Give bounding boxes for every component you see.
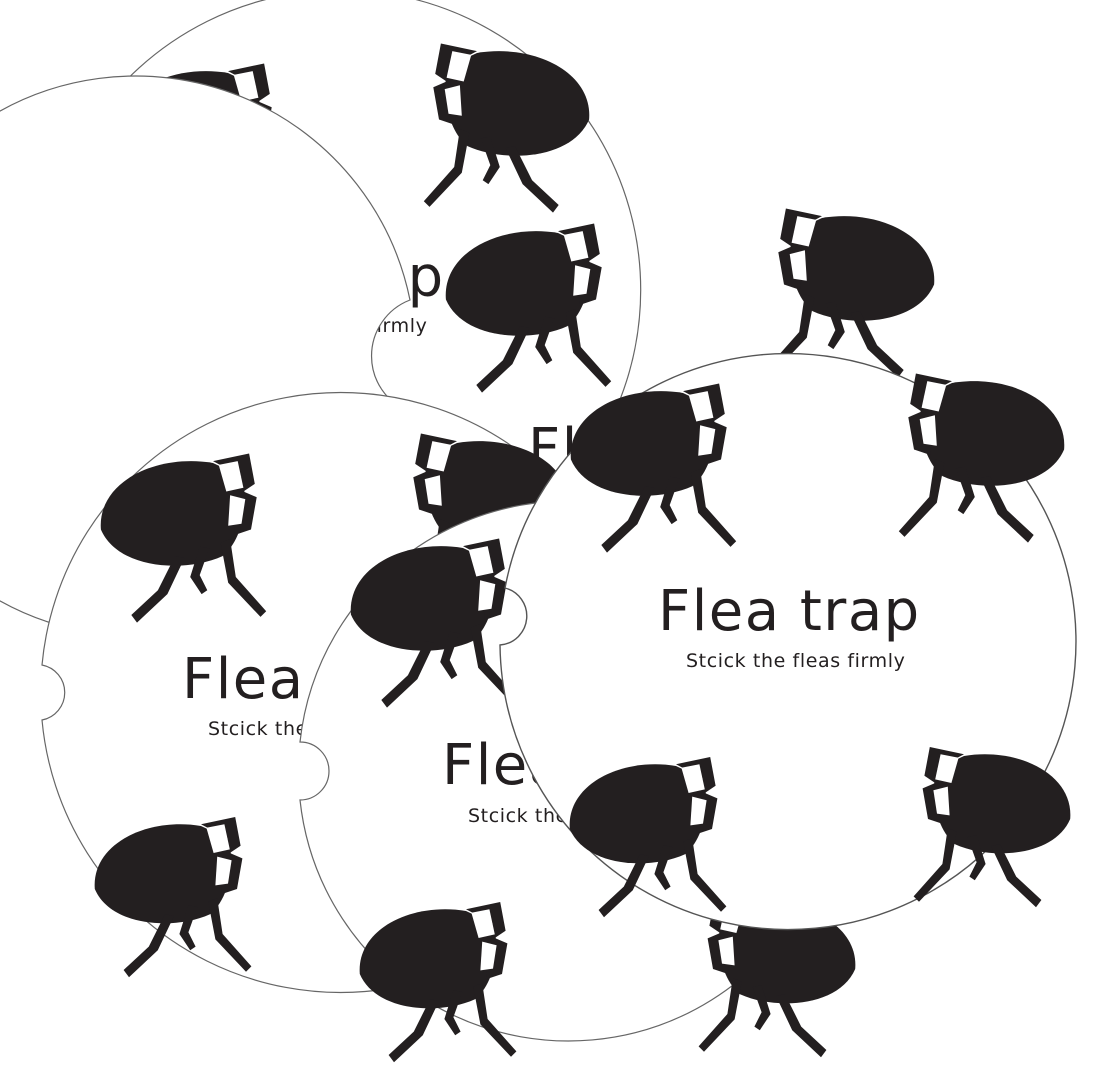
- pad-subtitle: Stcick the fleas firmly: [686, 650, 905, 672]
- pad-title: Flea trap: [658, 579, 921, 644]
- flea-icon: [768, 208, 935, 378]
- flea-trap-pad: Flea trap Stcick the fleas firmly: [499, 352, 1077, 931]
